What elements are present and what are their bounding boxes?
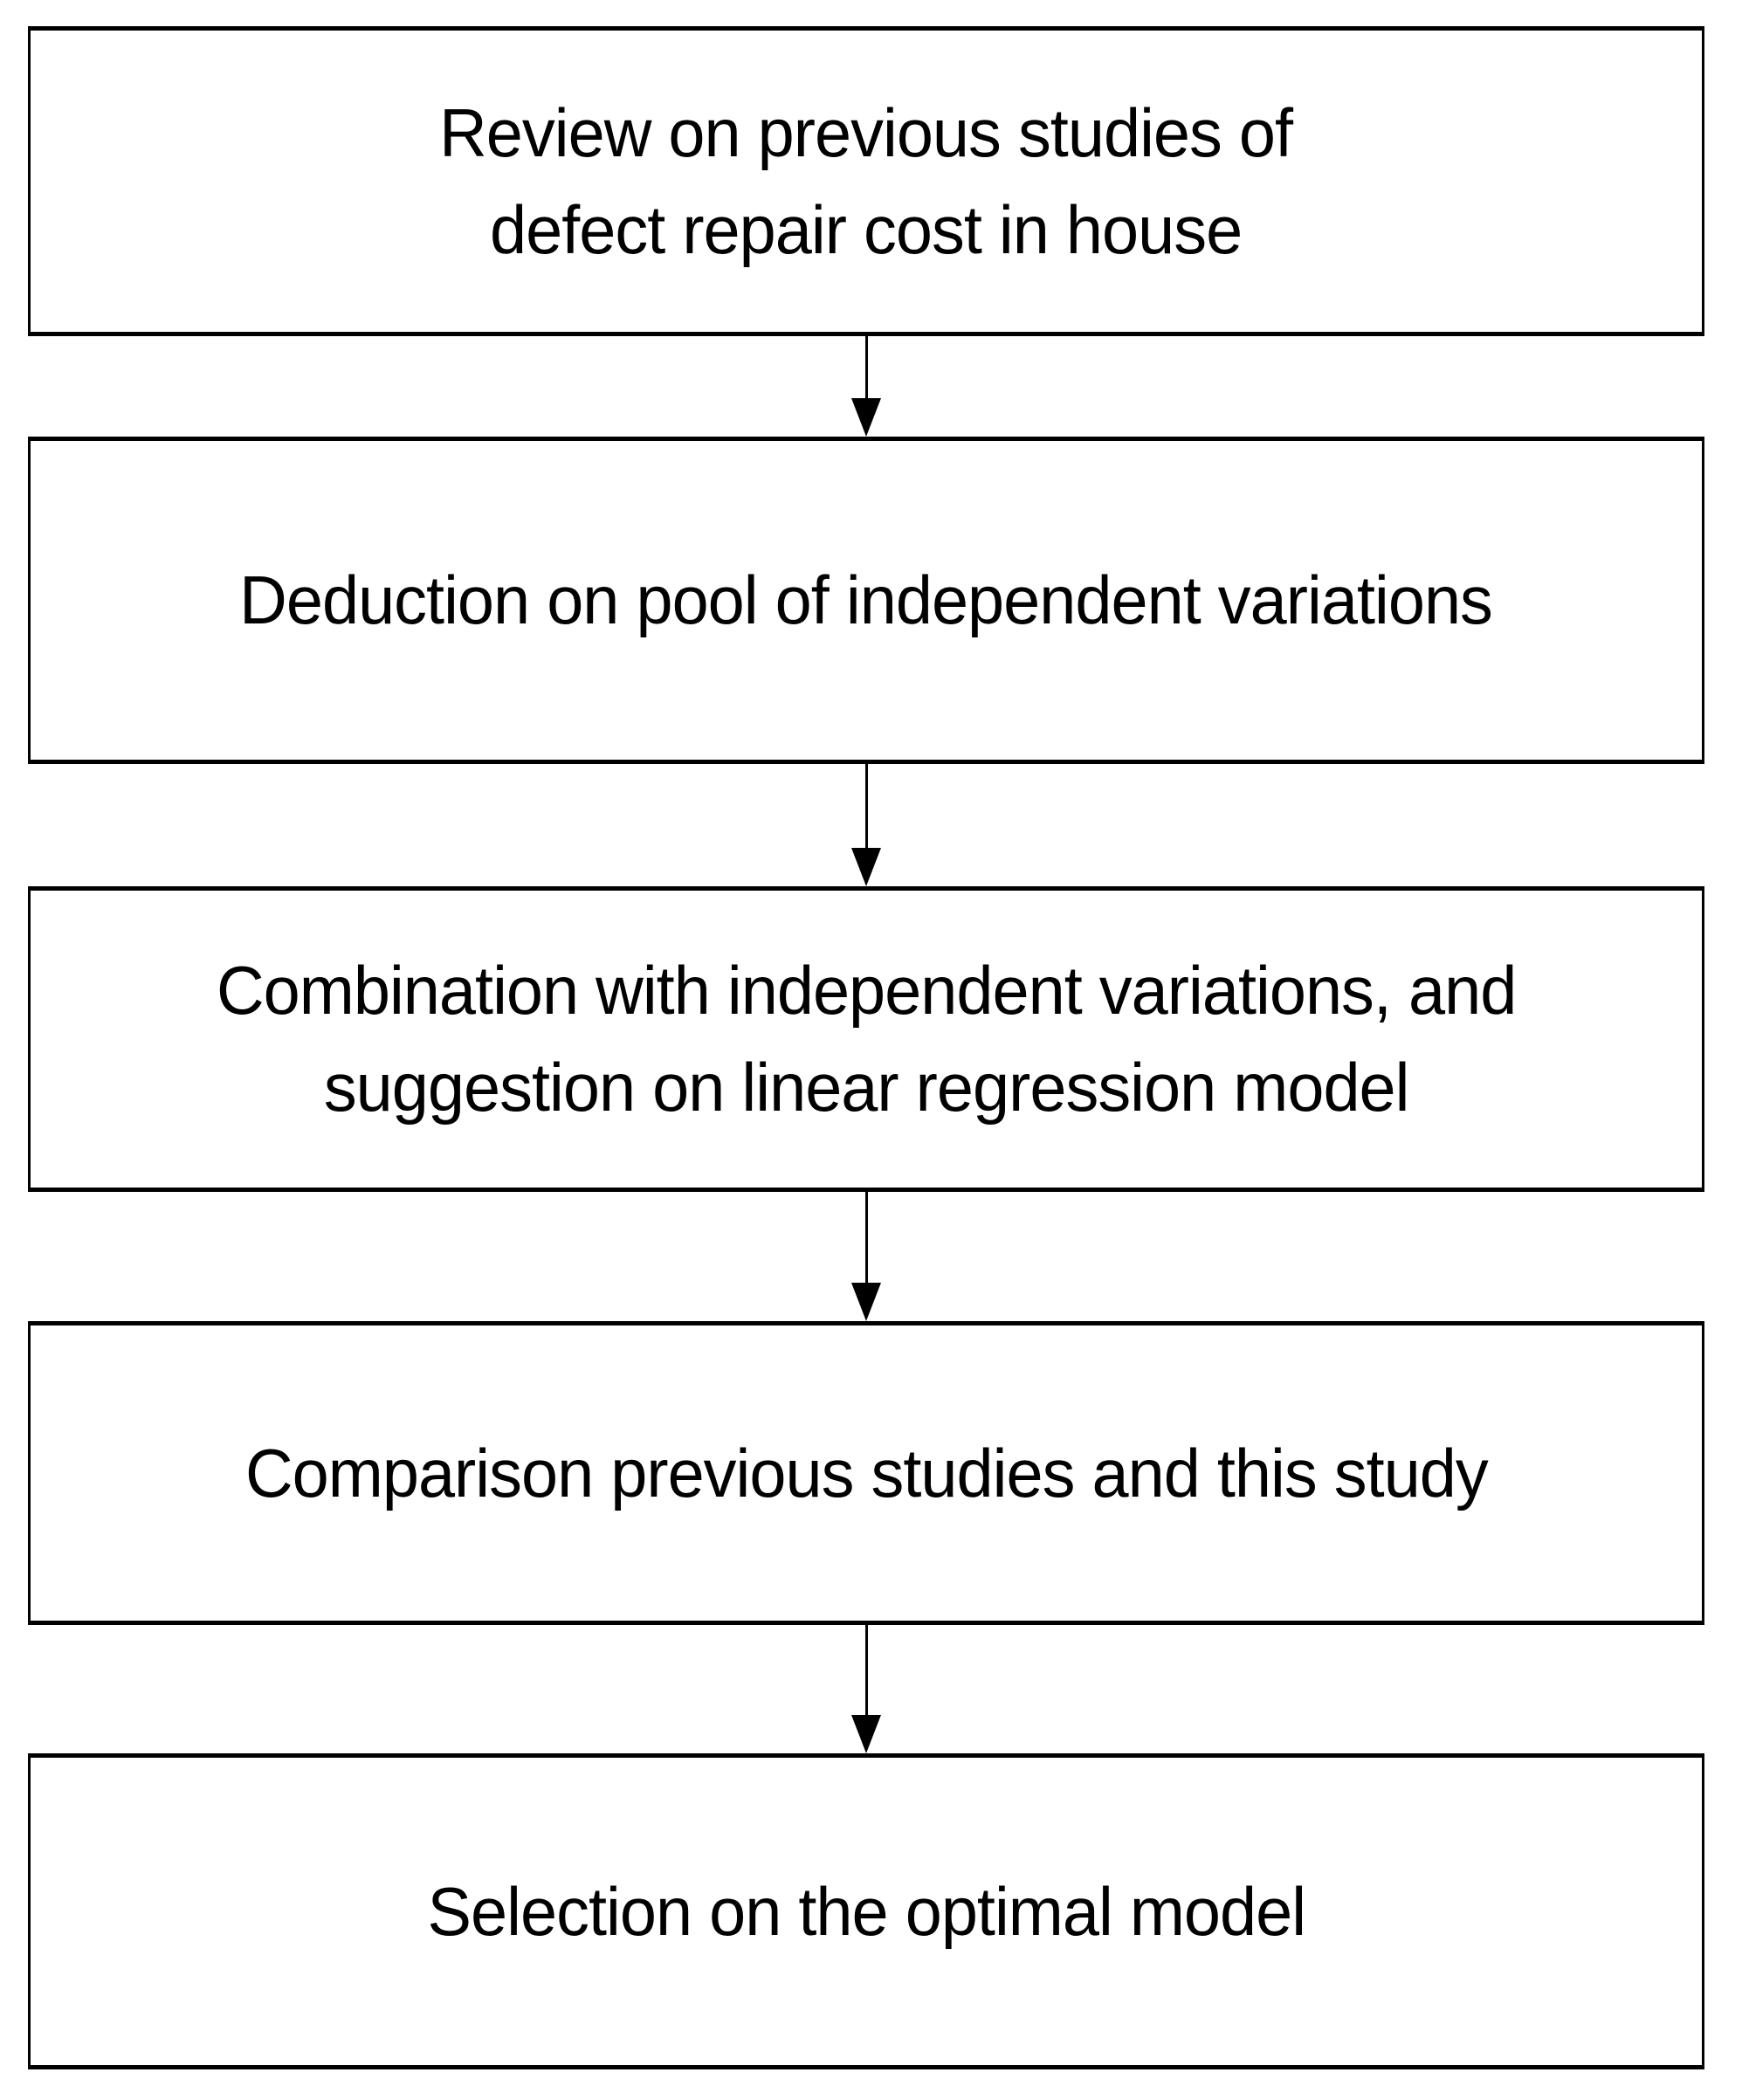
flow-step-label: Combination with independent variations,… (216, 952, 1517, 1126)
down-arrow (851, 336, 881, 437)
flowchart: Review on previous studies of defect rep… (28, 26, 1704, 2069)
flow-step-label: Deduction on pool of independent variati… (239, 561, 1494, 639)
arrow-shaft (864, 1625, 868, 1716)
arrowhead (851, 1283, 881, 1321)
arrow-shaft (864, 764, 868, 849)
flow-step-review: Review on previous studies of defect rep… (28, 26, 1704, 336)
down-arrow (851, 764, 881, 886)
down-arrow (851, 1625, 881, 1753)
flow-step-combination: Combination with independent variations,… (28, 886, 1704, 1192)
flow-step-label: Review on previous studies of defect rep… (439, 93, 1293, 268)
flow-step-label: Selection on the optimal model (427, 1872, 1306, 1950)
down-arrow (851, 1192, 881, 1321)
arrowhead (851, 848, 881, 886)
flow-step-selection: Selection on the optimal model (28, 1753, 1704, 2069)
flow-step-label: Comparison previous studies and this stu… (244, 1434, 1489, 1511)
arrowhead (851, 1715, 881, 1753)
arrow-shaft (864, 1192, 868, 1284)
flow-step-deduction: Deduction on pool of independent variati… (28, 437, 1704, 764)
arrowhead (851, 398, 881, 437)
arrow-shaft (864, 336, 868, 399)
flow-step-comparison: Comparison previous studies and this stu… (28, 1321, 1704, 1625)
